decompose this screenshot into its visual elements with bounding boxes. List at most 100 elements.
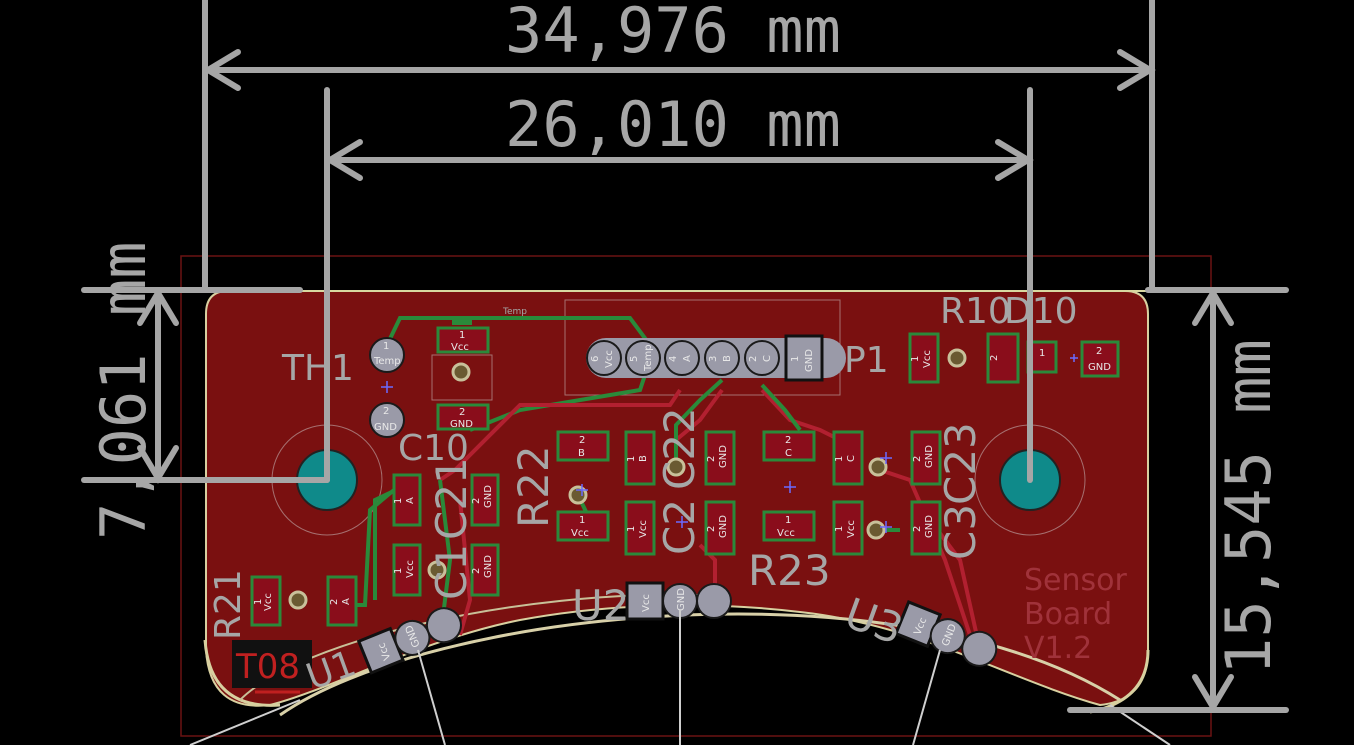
dimension-height-overall[interactable]: 15,545 mm — [1067, 287, 1289, 713]
c10-via — [451, 362, 471, 382]
p1-pin-6-num: 6 — [590, 356, 601, 362]
dimension-width-overall[interactable]: 34,976 mm — [202, 0, 1156, 293]
p1-pin-4-num: 4 — [668, 356, 679, 362]
ref-p1: P1 — [844, 340, 889, 381]
c22-pad-1[interactable] — [624, 430, 656, 486]
r10-via — [947, 348, 967, 368]
ref-d10: D10 — [1004, 291, 1078, 332]
c22-footprint[interactable]: 1 B 2 GND — [624, 430, 736, 486]
u1-pad-3[interactable] — [422, 603, 466, 647]
c2-pad-1[interactable] — [624, 500, 656, 556]
c23-pad-1-num: 1 — [834, 456, 845, 462]
dimension-width-holes[interactable]: 26,010 mm — [324, 87, 1034, 483]
r22-pad-1[interactable] — [556, 510, 610, 542]
r23-footprint[interactable]: 2 C 1 Vcc — [762, 430, 816, 542]
c3-pad-2-net: GND — [924, 515, 935, 538]
u2-pad-2-net: GND — [676, 588, 687, 611]
r21-pad-1-num: 1 — [253, 599, 264, 605]
r21-pad-1[interactable] — [250, 575, 282, 627]
dimension-height-overall-label: 15,545 mm — [1212, 339, 1285, 675]
r22-footprint[interactable]: 2 B 1 Vcc — [556, 430, 610, 542]
c23-pad-1-net: C — [846, 455, 857, 462]
c10-pad-1[interactable] — [436, 326, 490, 354]
d10-pad-2[interactable] — [1080, 340, 1120, 378]
p1-pin-1-num: 1 — [790, 356, 801, 362]
c23-pad-2[interactable] — [910, 430, 942, 486]
c23-pad-1[interactable] — [832, 430, 864, 486]
th1-pad-1[interactable] — [369, 337, 405, 373]
temp-trace-bar — [452, 319, 472, 325]
temp-trace-label: Temp — [502, 307, 527, 317]
r22-pad-2[interactable] — [556, 430, 610, 462]
r10-footprint[interactable]: 1 Vcc — [908, 332, 967, 384]
u3-sensor[interactable]: Vcc GND — [893, 600, 1001, 671]
c2-pad-2[interactable] — [704, 500, 736, 556]
th1-pad-2-net: GND — [374, 422, 397, 433]
c1-via — [427, 560, 447, 580]
c3-pad-2-num: 2 — [912, 526, 923, 532]
th1-footprint[interactable]: 1 Temp 2 GND — [369, 337, 405, 438]
ref-c23: C23 — [936, 422, 985, 505]
c21-pad-1[interactable] — [392, 473, 422, 527]
p1-pin-3[interactable]: 3 B — [704, 340, 740, 376]
u2-pad-1[interactable] — [625, 581, 665, 621]
p1-pin-4[interactable]: 4 A — [664, 340, 700, 376]
r10-pad-2[interactable] — [986, 332, 1020, 384]
p1-pin-2[interactable]: 2 C — [744, 340, 780, 376]
p1-connector[interactable]: 6 Vcc 5 Temp 4 A 3 B 2 C 1 GND — [586, 334, 846, 382]
r10-pad-1-net: Vcc — [922, 350, 933, 368]
u1-sensor[interactable]: Vcc GND — [356, 603, 466, 675]
d10-pad-1-num: 1 — [1039, 348, 1045, 359]
ref-c22: C22 — [655, 407, 704, 490]
c23-pad-2-net: GND — [924, 445, 935, 468]
dimension-width-holes-label: 26,010 mm — [505, 88, 841, 161]
ref-r22: R22 — [509, 445, 558, 528]
r21-pad-2-num: 2 — [329, 599, 340, 605]
r23-pad-2[interactable] — [762, 430, 816, 462]
board-name-line3: V1.2 — [1024, 631, 1092, 666]
c21-footprint[interactable]: 1 A 2 GND — [392, 473, 500, 527]
u2-sensor[interactable]: Vcc GND — [625, 581, 732, 621]
c1-footprint[interactable]: 1 Vcc 2 GND — [392, 543, 500, 597]
c3-footprint[interactable]: 1 Vcc 2 GND — [832, 500, 942, 556]
u3-pad-3[interactable] — [957, 627, 1001, 671]
p1-pin-6[interactable]: 6 Vcc — [586, 340, 622, 376]
th1-pad-1-num: 1 — [383, 341, 389, 352]
th1-pad-2[interactable] — [369, 402, 405, 438]
ref-r10: R10 — [940, 291, 1011, 332]
r21-via — [288, 590, 308, 610]
r21-pad-2[interactable] — [326, 575, 358, 627]
c1-pad-2[interactable] — [470, 543, 500, 597]
c1-pad-1[interactable] — [392, 543, 422, 597]
r21-pad-1-net: Vcc — [263, 593, 274, 611]
c3-pad-1[interactable] — [832, 500, 864, 556]
p1-pin-3-num: 3 — [708, 356, 719, 362]
c3-pad-2[interactable] — [910, 500, 942, 556]
r23-pad-1[interactable] — [762, 510, 816, 542]
c2-footprint[interactable]: 1 Vcc 2 GND — [624, 500, 736, 556]
p1-pin-1[interactable]: 1 GND — [784, 334, 824, 382]
c10-pad-2[interactable] — [436, 403, 490, 431]
c22-pad-2-net: GND — [718, 445, 729, 468]
c1-pad-2-net: GND — [483, 555, 494, 578]
p1-pin-5-net: Temp — [643, 344, 654, 372]
c10-footprint[interactable]: 1 Vcc 2 GND — [431, 326, 493, 431]
r10-pad-2-num: 2 — [989, 355, 1000, 361]
th1-pad-2-num: 2 — [383, 406, 389, 417]
c21-pad-2[interactable] — [470, 473, 500, 527]
p1-pin-4-net: A — [682, 355, 693, 362]
dimension-height-hole[interactable]: 7,061 mm — [81, 241, 330, 540]
c10-pad-2-net: GND — [450, 419, 473, 430]
r10-pad-1[interactable] — [908, 332, 940, 384]
p1-pin-3-net: B — [722, 355, 733, 362]
ref-c3: C3 — [936, 504, 985, 560]
c23-pad-2-num: 2 — [912, 456, 923, 462]
c21-pad-1-net: A — [405, 497, 416, 504]
u2-pad-3[interactable] — [696, 583, 732, 619]
r21-footprint[interactable]: 1 Vcc 2 A — [250, 575, 358, 627]
c22-pad-2[interactable] — [704, 430, 736, 486]
c23-footprint[interactable]: 1 C 2 GND — [832, 430, 942, 486]
p1-pin-5[interactable]: 5 Temp — [625, 340, 661, 376]
r23-pad-1-num: 1 — [785, 515, 791, 526]
